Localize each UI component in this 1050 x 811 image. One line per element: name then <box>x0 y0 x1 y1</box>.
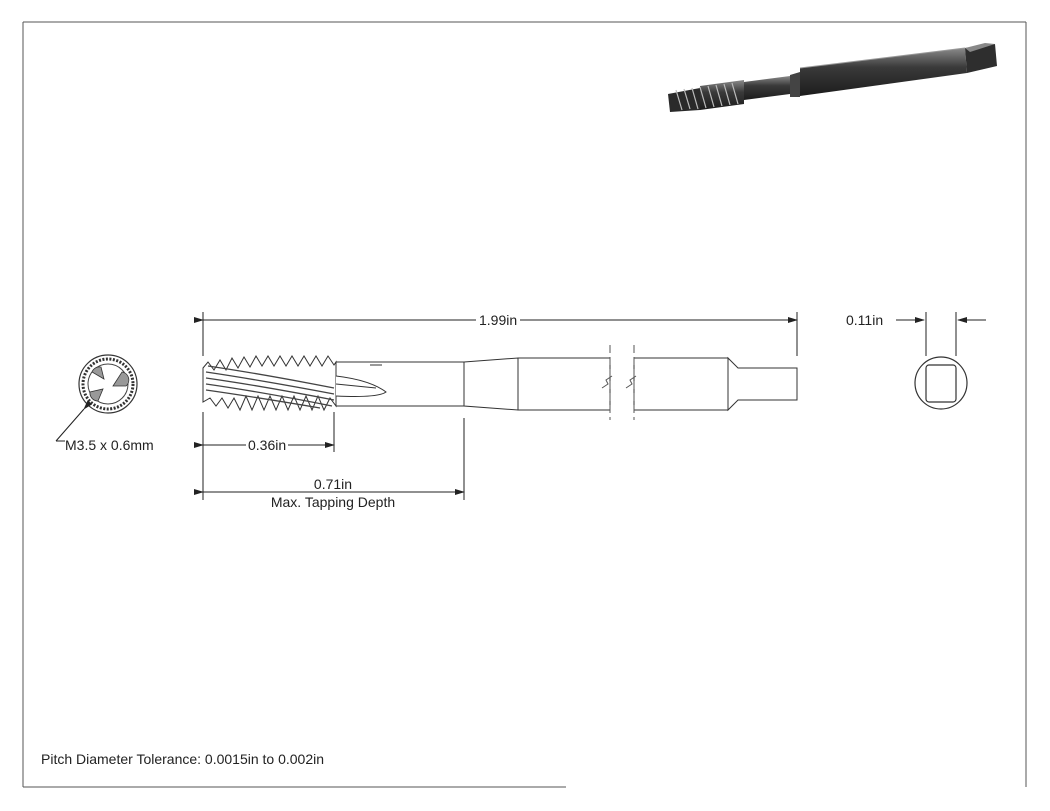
square-size-label: 0.11in <box>846 312 884 328</box>
thread-end-view <box>55 354 138 442</box>
sheet-border <box>22 21 1027 788</box>
tap-3d-view <box>668 43 997 112</box>
thread-size-label: M3.5 x 0.6mm <box>65 437 154 453</box>
tapping-depth-value: 0.71in <box>313 476 353 492</box>
tap-side-view <box>202 354 798 412</box>
thread-length-label: 0.36in <box>246 437 289 453</box>
break-lines <box>601 345 637 420</box>
pitch-diameter-note: Pitch Diameter Tolerance: 0.0015in to 0.… <box>41 751 325 767</box>
tapping-depth-caption: Max. Tapping Depth <box>270 494 396 510</box>
overall-length-label: 1.99in <box>476 312 521 328</box>
square-end-view <box>914 356 968 410</box>
